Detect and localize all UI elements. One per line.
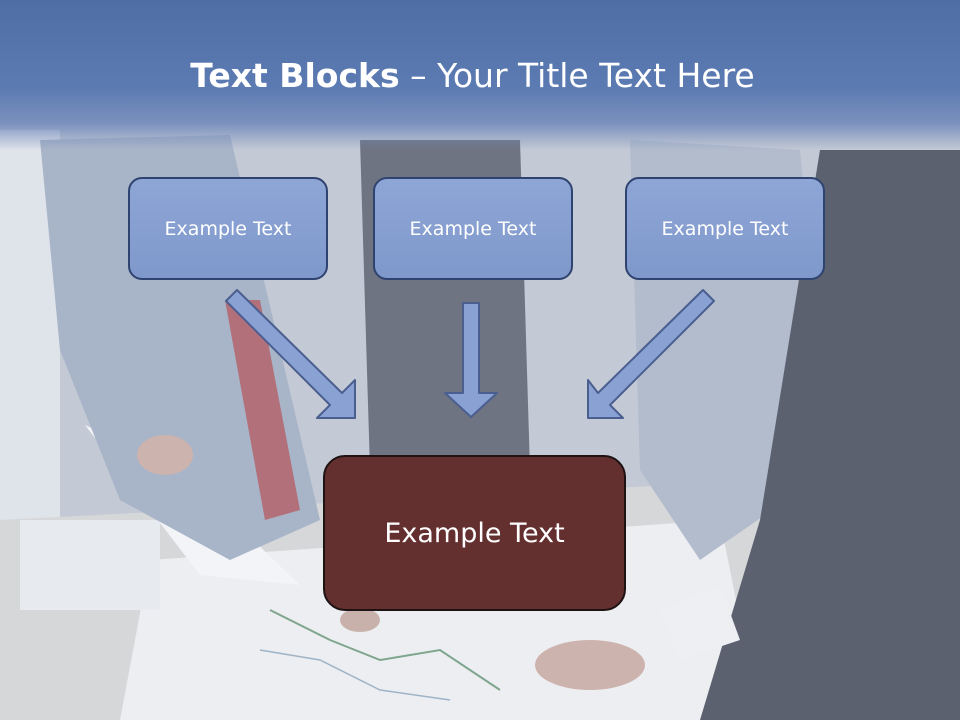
- title-rest: Your Title Text Here: [437, 56, 755, 95]
- title-band: [0, 0, 960, 150]
- title-bold: Text Blocks: [190, 56, 400, 95]
- title-dash: –: [399, 56, 438, 95]
- slide-title: Text Blocks – Your Title Text Here: [0, 56, 945, 95]
- arrow-right: [587, 289, 715, 419]
- arrow-left: [225, 289, 356, 419]
- arrow-center: [444, 302, 498, 418]
- text-block-center[interactable]: Example Text: [373, 177, 573, 280]
- text-block-right[interactable]: Example Text: [625, 177, 825, 280]
- text-block-left[interactable]: Example Text: [128, 177, 328, 280]
- text-block-main[interactable]: Example Text: [323, 455, 626, 611]
